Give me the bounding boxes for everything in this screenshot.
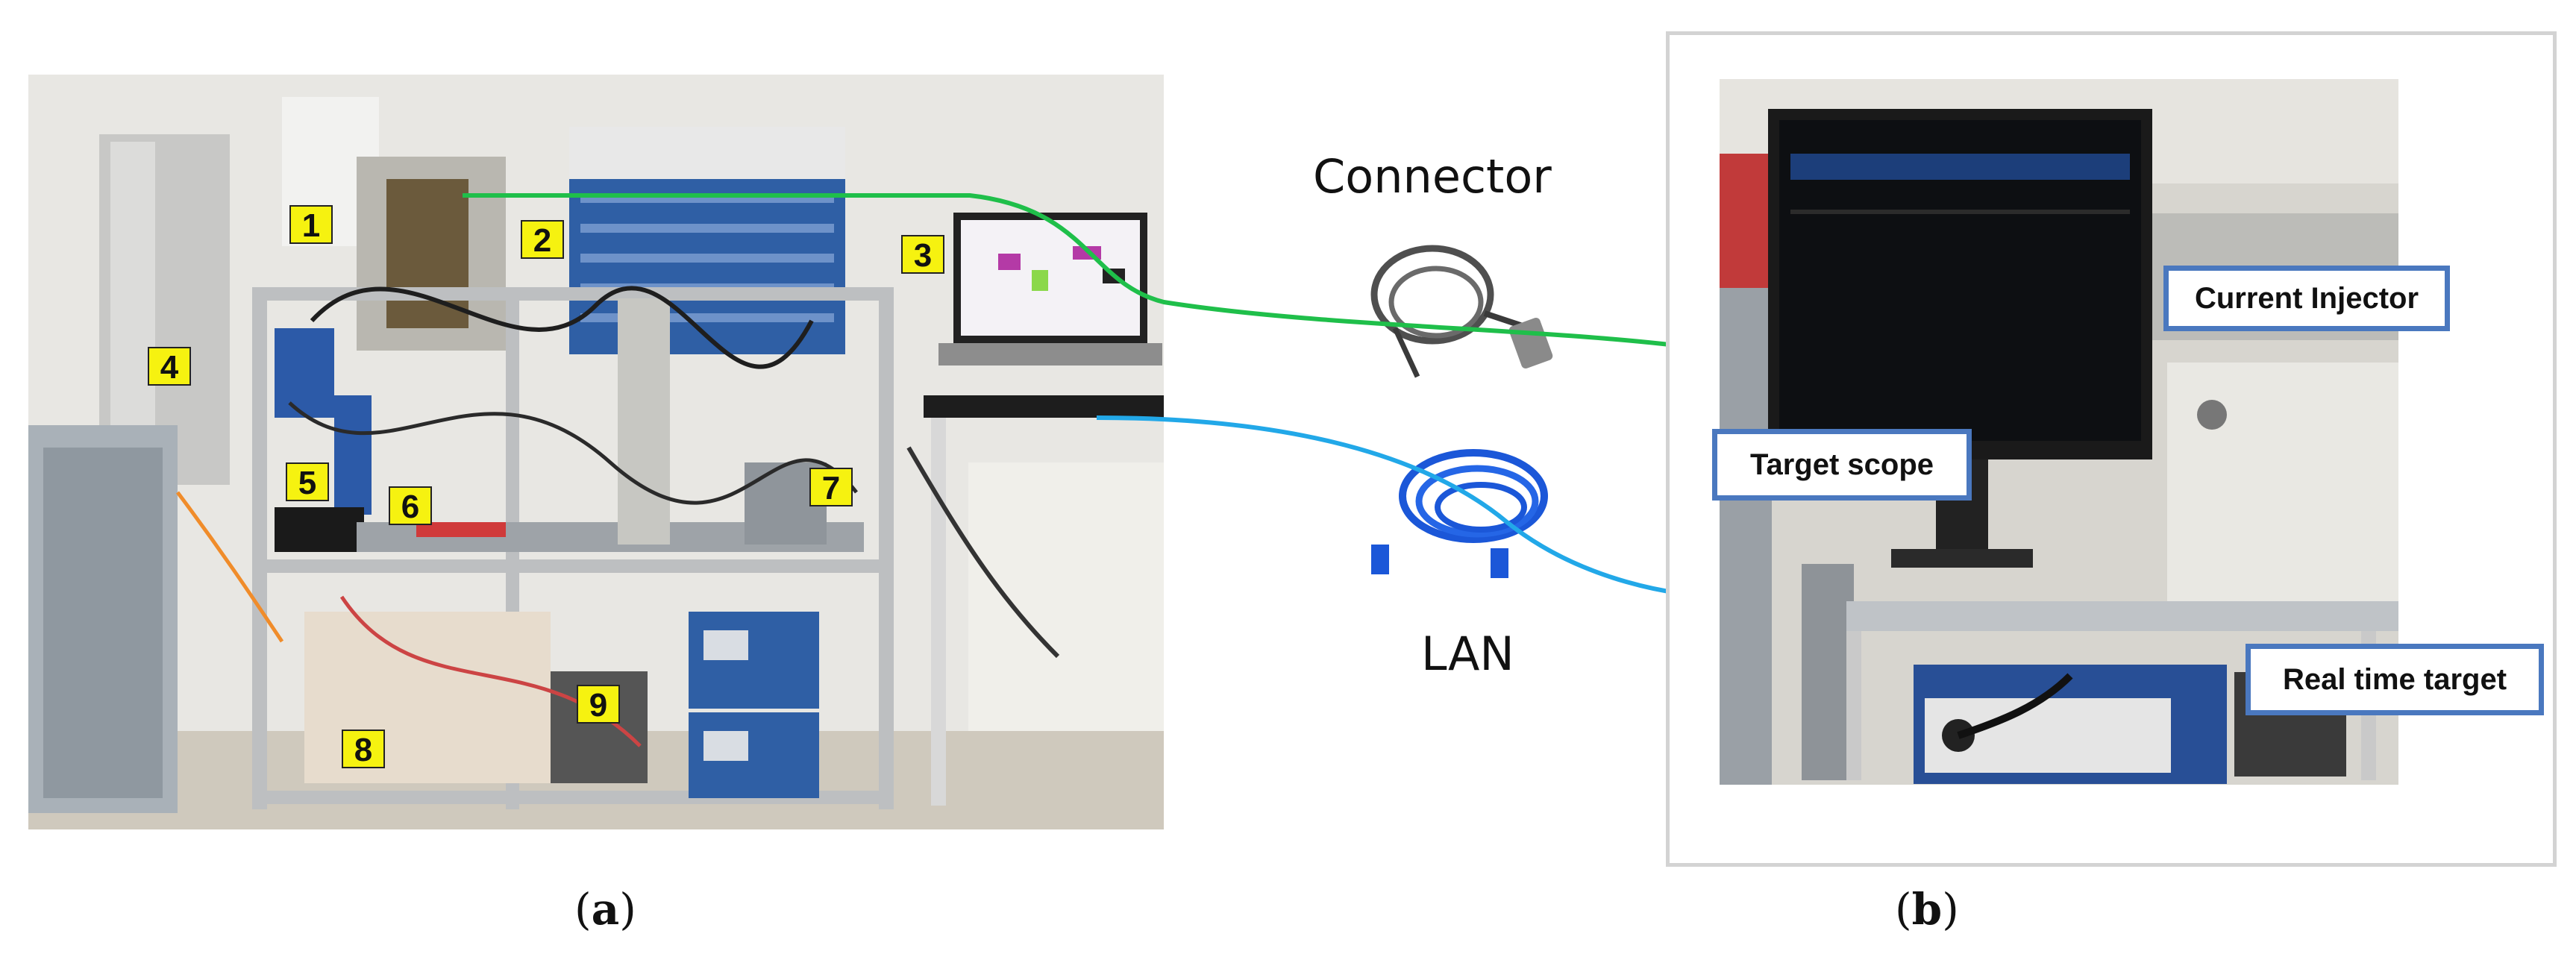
- caption-b: (b): [1895, 884, 1959, 935]
- equipment-label-9: 9: [577, 685, 620, 724]
- connector-label: Connector: [1313, 149, 1552, 204]
- equipment-label-1: 1: [289, 205, 333, 244]
- connector-cable-icon: [1370, 245, 1553, 378]
- caption-a: (a): [574, 884, 636, 935]
- equipment-label-2: 2: [521, 220, 564, 259]
- equipment-label-4: 4: [148, 347, 191, 386]
- lan-label: LAN: [1421, 627, 1514, 681]
- lan-line: [1096, 415, 1724, 599]
- callout-real-time-target: Real time target: [2246, 644, 2544, 715]
- panel-a-photo: 1 2 3 4 5 6 7 8 9: [28, 75, 1164, 829]
- equipment-label-6: 6: [389, 486, 432, 525]
- equipment-label-3: 3: [901, 235, 944, 274]
- callout-current-injector: Current Injector: [2163, 266, 2450, 331]
- callout-target-scope: Target scope: [1712, 429, 1972, 501]
- lan-cable-icon: [1371, 449, 1548, 578]
- equipment-label-8: 8: [342, 730, 385, 768]
- equipment-label-7: 7: [809, 468, 853, 506]
- connector-line: [463, 193, 1734, 372]
- equipment-label-5: 5: [286, 462, 329, 501]
